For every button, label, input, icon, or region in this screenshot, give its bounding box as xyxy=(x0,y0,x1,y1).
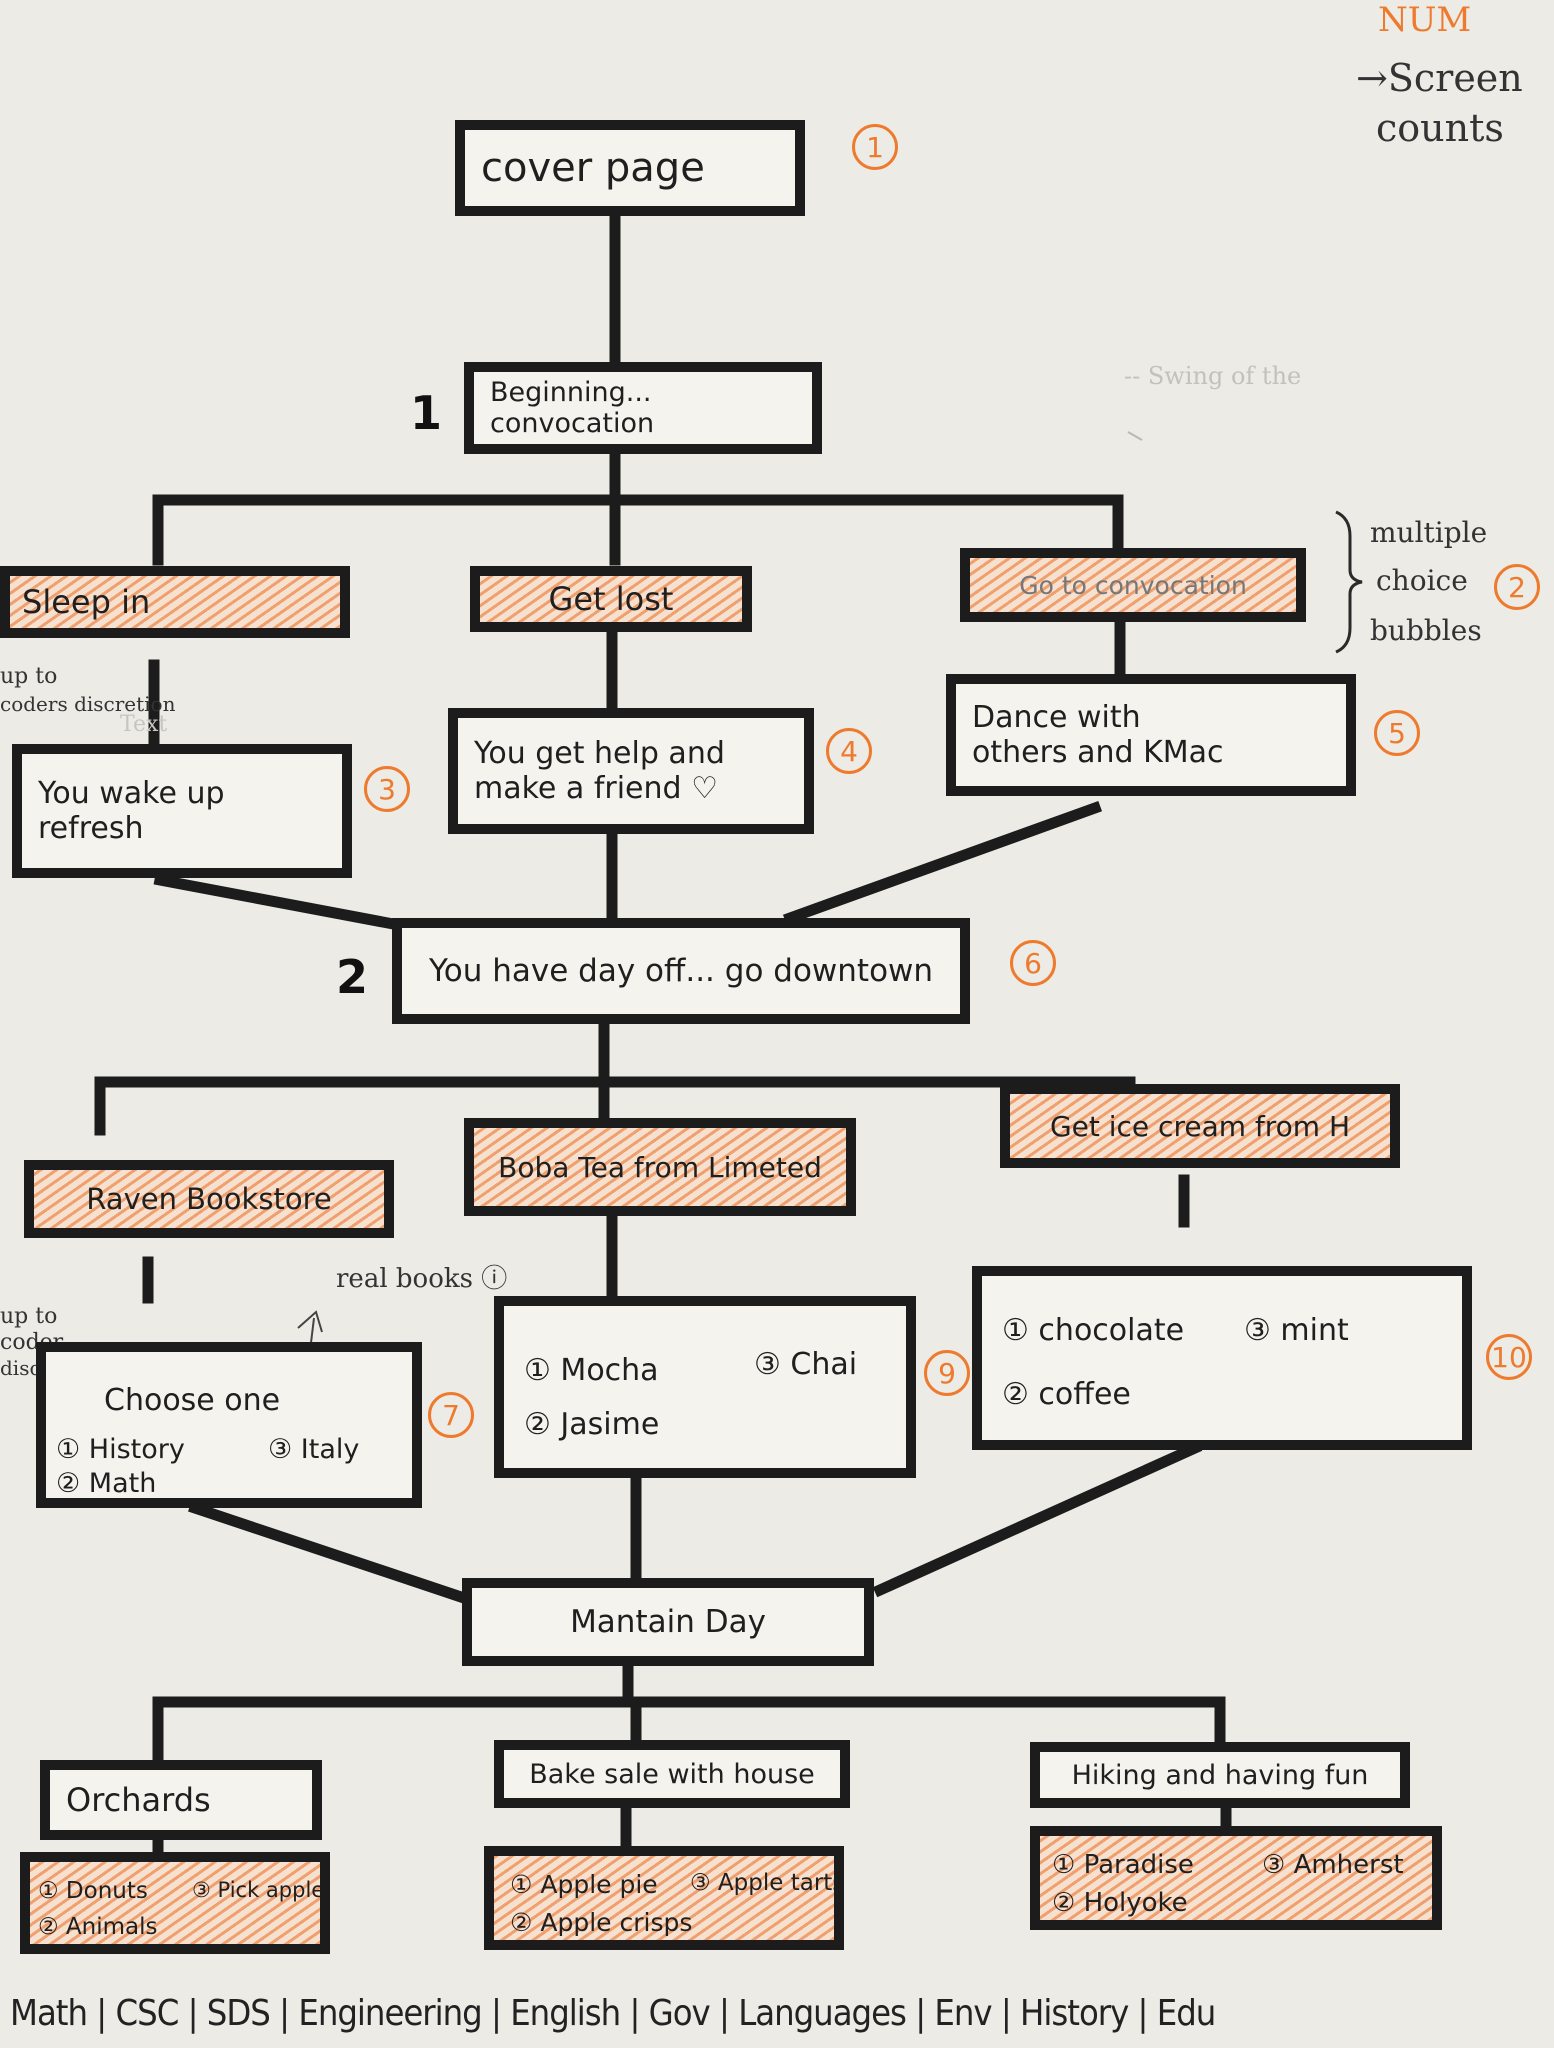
node-cover-label: cover page xyxy=(481,145,705,191)
level-number-2: 2 xyxy=(336,950,369,1004)
node-ice-cream: Get ice cream from H xyxy=(1000,1084,1400,1168)
side-note-line1: multiple xyxy=(1370,516,1488,549)
node-raven-bookstore: Raven Bookstore xyxy=(24,1160,394,1238)
corner-note-header: NUM xyxy=(1378,0,1472,40)
node-dance: Dance with others and KMac xyxy=(946,674,1356,796)
screen-count-7: 7 xyxy=(428,1392,474,1438)
node-day-off: You have day off... go downtown xyxy=(392,918,970,1024)
coder-note-a-line2: coders discretion xyxy=(0,692,176,716)
node-boba-tea: Boba Tea from Limeted xyxy=(464,1118,856,1216)
screen-count-9: 9 xyxy=(924,1350,970,1396)
corner-note-line1: →Screen xyxy=(1356,56,1523,100)
screen-count-2: 2 xyxy=(1494,564,1540,610)
real-books-note: real books ⓘ xyxy=(336,1264,508,1294)
side-note-line2: choice xyxy=(1376,564,1468,597)
corner-note-line2: counts xyxy=(1376,106,1504,150)
screen-count-1: 1 xyxy=(852,124,898,170)
coder-note-a-line1: up to xyxy=(0,664,58,689)
screen-count-3: 3 xyxy=(364,766,410,812)
node-bake-sale: Bake sale with house xyxy=(494,1740,850,1808)
node-orchard-options: ① Donuts ② Animals ③ Pick apples xyxy=(20,1852,330,1954)
faint-pencil-note: -- Swing of the xyxy=(1124,362,1302,390)
node-beginning: Beginning... convocation xyxy=(464,362,822,454)
node-wake-up: You wake up refresh xyxy=(12,744,352,878)
screen-count-5: 5 xyxy=(1374,710,1420,756)
node-sleep-in: Sleep in xyxy=(0,566,350,638)
node-tea-flavors: ① Mocha ② Jasime ③ Chai xyxy=(494,1296,916,1478)
node-orchards: Orchards xyxy=(40,1760,322,1840)
node-choose-one: Choose one ① History ② Math ③ Italy xyxy=(36,1342,422,1508)
side-note-line3: bubbles xyxy=(1370,614,1482,647)
node-mountain-day: Mantain Day xyxy=(462,1578,874,1666)
faint-text-label: Text xyxy=(120,712,168,737)
majors-list: Math | CSC | SDS | Engineering | English… xyxy=(10,1993,1216,2034)
screen-count-4: 4 xyxy=(826,728,872,774)
node-get-lost: Get lost xyxy=(470,566,752,632)
node-hike-options: ① Paradise ② Holyoke ③ Amherst xyxy=(1030,1826,1442,1930)
screen-count-10: 10 xyxy=(1486,1334,1532,1380)
node-get-help: You get help and make a friend ♡ xyxy=(448,708,814,834)
level-number-1: 1 xyxy=(410,386,443,440)
node-cover-page: cover page xyxy=(455,120,805,216)
node-bake-options: ① Apple pie ② Apple crisps ③ Apple tarts xyxy=(484,1846,844,1950)
screen-count-6: 6 xyxy=(1010,940,1056,986)
node-hiking: Hiking and having fun xyxy=(1030,1742,1410,1808)
coder-note-b-line1: up to xyxy=(0,1304,58,1329)
node-go-convocation: Go to convocation xyxy=(960,548,1306,622)
node-ice-cream-flavors: ① chocolate ② coffee ③ mint xyxy=(972,1266,1472,1450)
